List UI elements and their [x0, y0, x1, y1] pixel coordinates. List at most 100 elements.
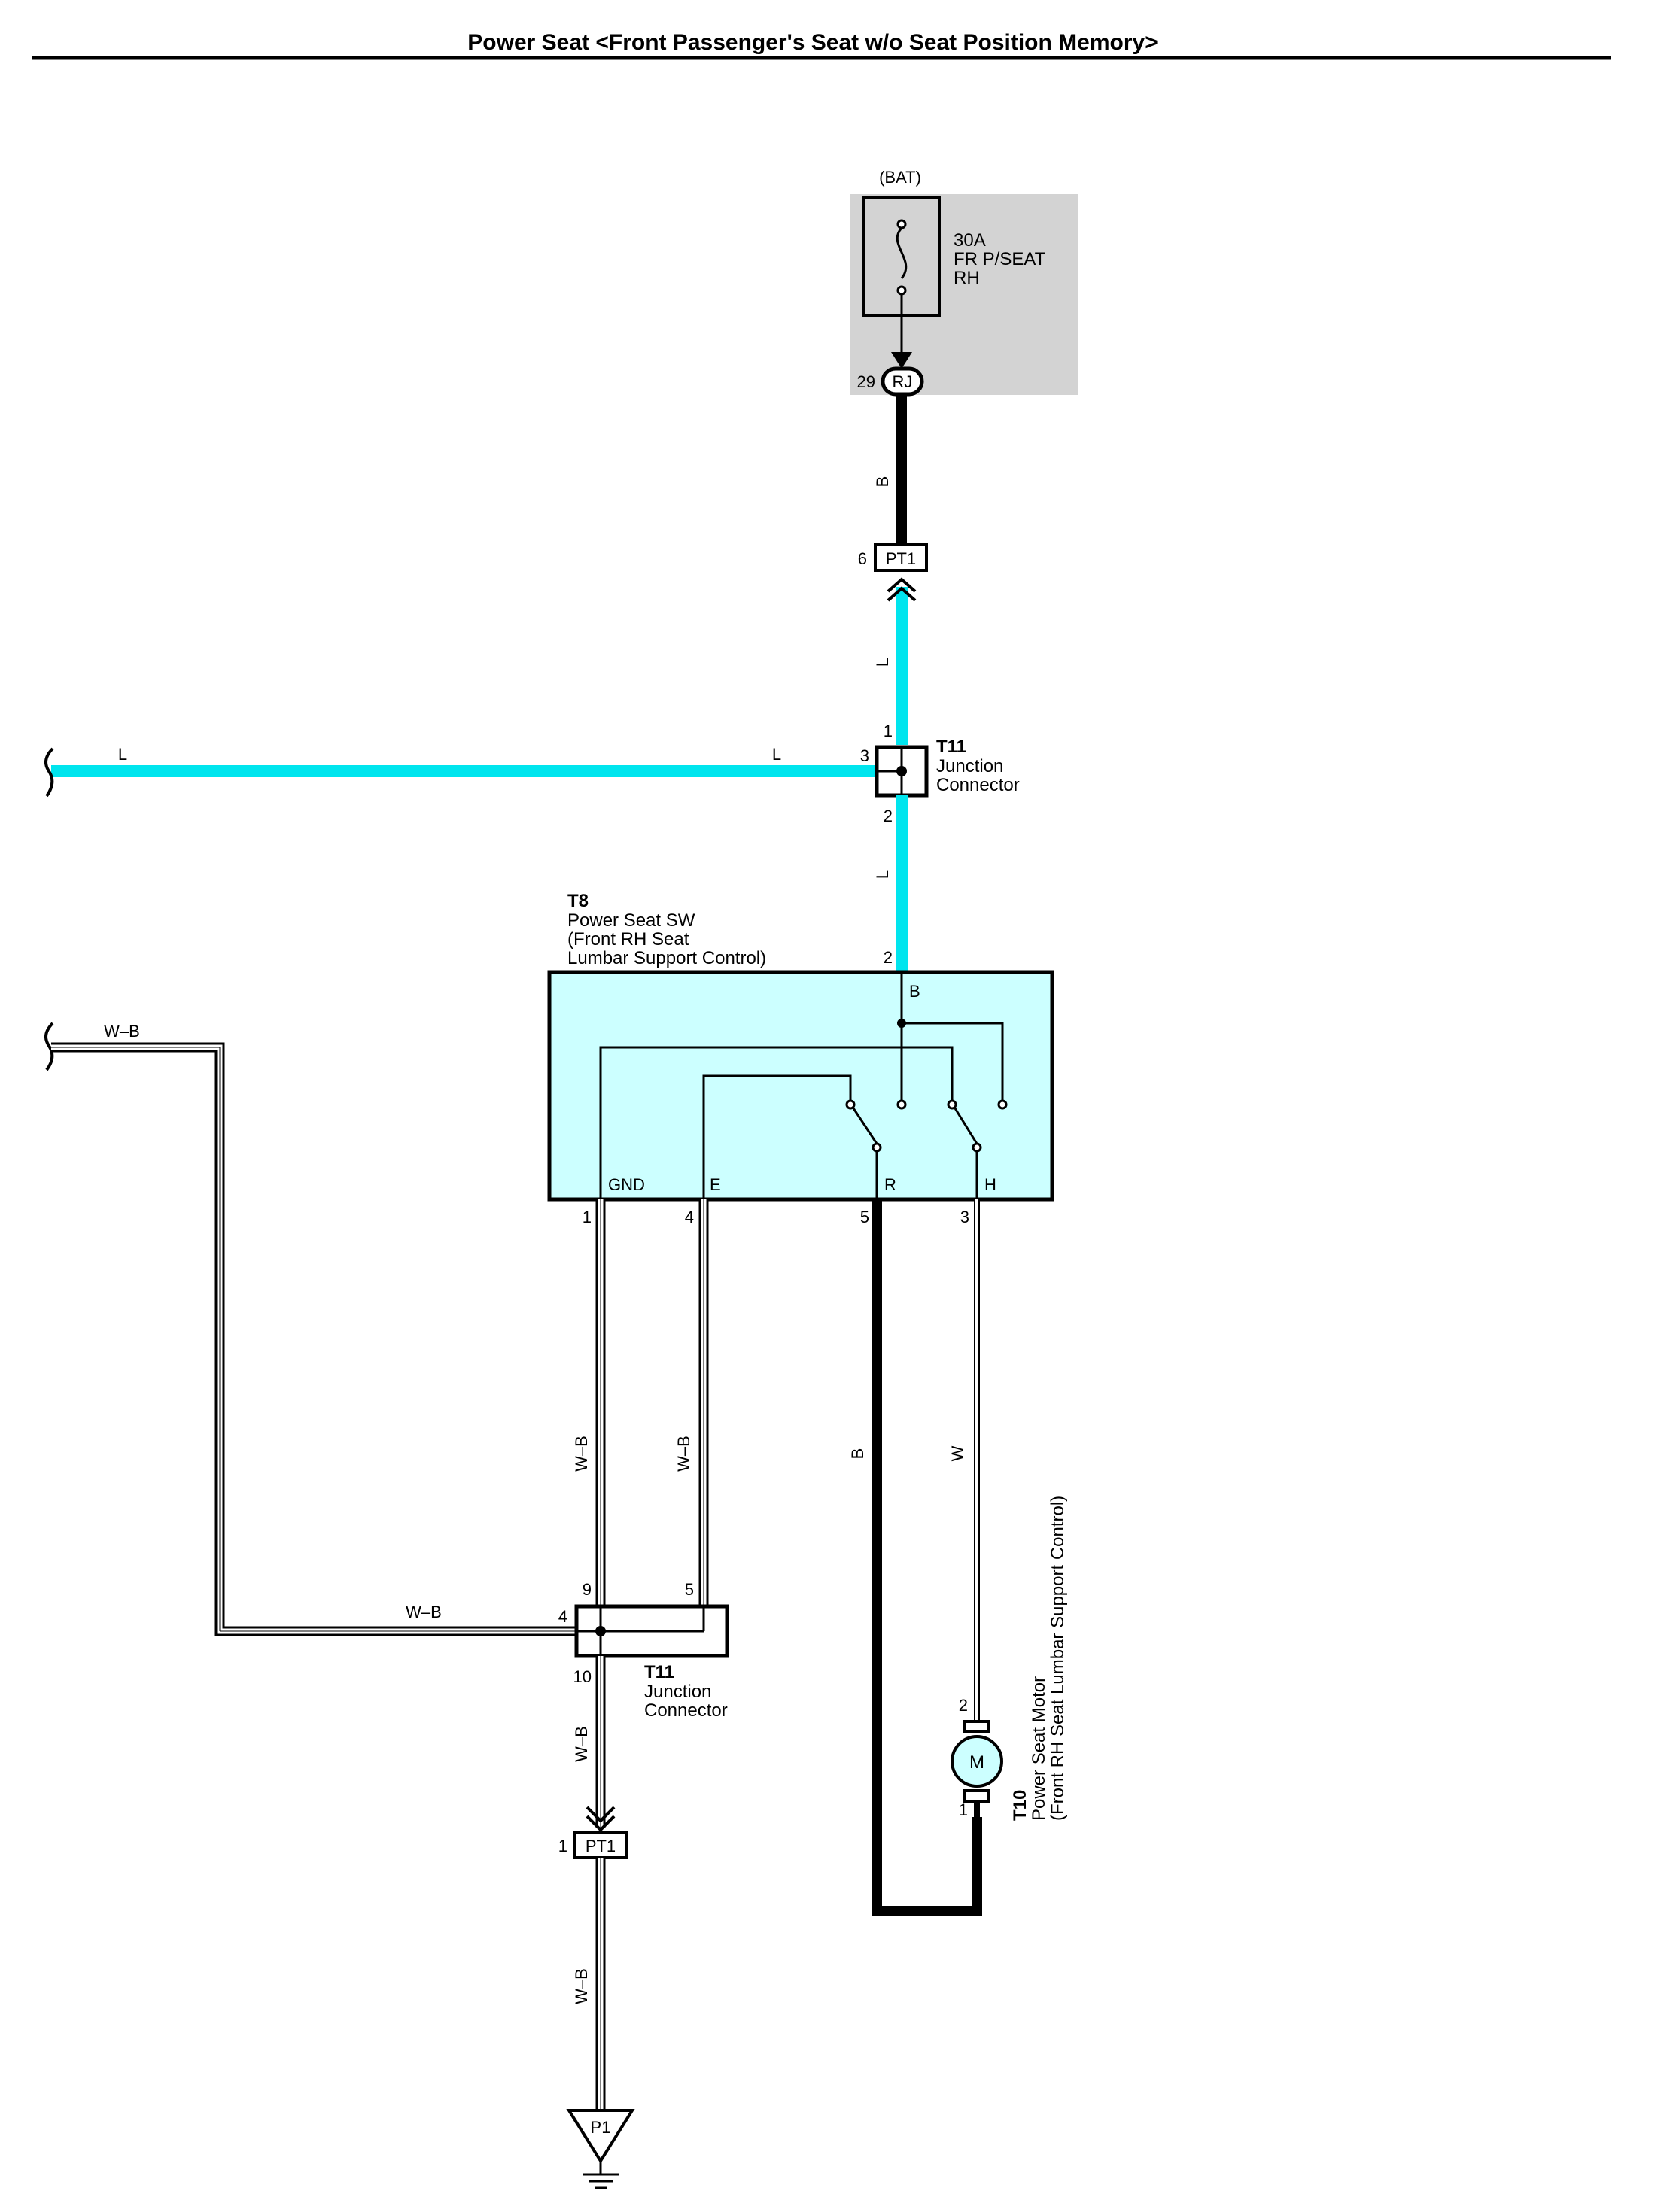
pt1-top-label: PT1 [886, 549, 916, 568]
wire-label-wb-e: W–B [674, 1436, 693, 1472]
t8-switch: B GND E R H 1 4 5 3 [547, 970, 1054, 1226]
wire-label-wb-lower: W–B [572, 1726, 591, 1762]
t10-motor-cap-bottom [963, 1789, 990, 1803]
wire-b-r [872, 1199, 982, 1916]
pt1-top-pin: 6 [858, 549, 867, 568]
t8-internal-gnd [599, 1046, 954, 1199]
fuse-rating: 30A [954, 230, 986, 251]
t11-top-line1: Junction [936, 756, 1003, 776]
wire-break-icon-top [44, 747, 54, 798]
ground-p1: P1 [566, 2109, 635, 2189]
t8-line3: Lumbar Support Control) [567, 948, 766, 968]
t8-terminal-b: B [909, 982, 920, 1001]
t11-bottom-pin-9: 9 [583, 1580, 592, 1599]
wire-label-l-left-far: L [118, 745, 127, 764]
wire-label-l-left-near: L [772, 745, 781, 764]
fuse-block: (BAT) 30A FR P/SEAT RH RJ 29 [850, 168, 1078, 397]
t8-switch-labels: T8 Power Seat SW (Front RH Seat Lumbar S… [567, 891, 893, 968]
t8-pin-r: 5 [860, 1208, 869, 1226]
t8-contact-r-down [896, 1099, 907, 1110]
t10-motor-cap-top [963, 1720, 990, 1733]
t8-pivot-r [872, 1142, 882, 1153]
ground-label: P1 [591, 2118, 611, 2137]
wire-wb-left [51, 1044, 576, 1634]
t11-bottom-pin-10: 10 [573, 1667, 592, 1686]
wire-wb-left-outline [51, 1042, 576, 1636]
fuse-source-label: (BAT) [879, 168, 921, 187]
wire-label-b-top: B [873, 476, 892, 488]
fuse-icon [896, 226, 908, 279]
fuse-arrow-icon [891, 352, 912, 369]
fuse-box-shading [850, 194, 1078, 395]
t8-switch-arm-h [954, 1108, 978, 1144]
t11-top-pin-3: 3 [860, 746, 869, 765]
fuse-terminal-top [896, 219, 907, 229]
t10-id: T10 [1010, 1790, 1030, 1821]
chevron-up-icon-2 [887, 586, 917, 602]
t8-id: T8 [567, 891, 589, 911]
pt1-bottom-connector: PT1 1 [558, 1831, 628, 1859]
t11-bottom-node [595, 1626, 606, 1636]
t11-bottom-junction: 9 5 4 10 T11 Junction Connector [558, 1580, 729, 1721]
t11-bottom-id: T11 [644, 1662, 674, 1682]
t8-terminal-h: H [984, 1175, 996, 1194]
t8-switch-arm-r [852, 1108, 878, 1144]
t10-motor-symbol: M [969, 1752, 984, 1773]
pt1-bottom-label: PT1 [586, 1837, 616, 1855]
wire-label-l-upper: L [873, 658, 892, 667]
t8-pin-h: 3 [960, 1208, 969, 1226]
t11-top-line2: Connector [936, 775, 1020, 795]
t8-terminal-e: E [710, 1175, 721, 1194]
chevron-up-icon [887, 577, 917, 593]
t8-pin-e: 4 [685, 1208, 694, 1226]
t8-internal-e [702, 1074, 852, 1199]
t8-contact-r-up [845, 1099, 856, 1110]
t8-line1: Power Seat SW [567, 910, 695, 931]
t8-line2: (Front RH Seat [567, 929, 689, 950]
t11-bottom-line1: Junction [644, 1682, 711, 1702]
t11-top-id: T11 [936, 737, 966, 757]
wire-label-w-h: W [948, 1445, 967, 1461]
ground-triangle-icon [566, 2109, 635, 2164]
wire-break-icon-bottom [44, 1022, 54, 1071]
fuse-name-line2: RH [954, 268, 980, 288]
wire-label-wb-ground: W–B [572, 1968, 591, 2004]
t11-top-pin-1: 1 [884, 722, 893, 740]
wire-label-l-lower: L [873, 870, 892, 879]
t10-motor: M 2 1 T10 Power Seat Motor (Front RH Sea… [951, 1496, 1068, 1821]
t10-pin-1: 1 [959, 1800, 968, 1819]
t11-bottom-line2: Connector [644, 1700, 728, 1721]
wire-label-b-r: B [848, 1448, 867, 1460]
pt1-top-box [874, 543, 928, 572]
wire-label-wb-left: W–B [104, 1022, 140, 1041]
fuse-name-line1: FR P/SEAT [954, 249, 1046, 269]
t10-line2: (Front RH Seat Lumbar Support Control) [1048, 1496, 1068, 1821]
t8-pin-in: 2 [884, 948, 893, 967]
t10-pin-2: 2 [959, 1696, 968, 1715]
t8-switch-box [547, 970, 1054, 1202]
wire-label-wb-gnd: W–B [572, 1436, 591, 1472]
rj-connector-label: RJ [893, 372, 913, 391]
t11-top-pin-2: 2 [884, 807, 893, 825]
t8-pivot-h [972, 1142, 982, 1153]
t8-contact-h-down [997, 1099, 1008, 1110]
wire-label-wb-horizontal: W–B [406, 1603, 442, 1621]
t11-bottom-pin-4: 4 [558, 1607, 567, 1626]
chevron-down-icon [586, 1806, 616, 1823]
page-title: Power Seat <Front Passenger's Seat w/o S… [467, 30, 1158, 55]
t8-terminal-r: R [884, 1175, 896, 1194]
t11-bottom-pin-5: 5 [685, 1580, 694, 1599]
rj-pin: 29 [857, 372, 875, 391]
pt1-top-connector: PT1 6 [858, 543, 928, 572]
pt1-bottom-pin: 1 [558, 1837, 567, 1855]
fuse-terminal-bottom [896, 285, 907, 296]
t8-terminal-gnd: GND [608, 1175, 645, 1194]
t8-pin-gnd: 1 [583, 1208, 592, 1226]
t10-line1: Power Seat Motor [1029, 1676, 1049, 1821]
t11-top-junction: 1 3 2 T11 Junction Connector [860, 722, 1020, 825]
chevron-down-icon-2 [586, 1815, 616, 1832]
t11-top-node [896, 766, 907, 776]
motor-icon [951, 1735, 1003, 1788]
t8-internal-h-feed [902, 1022, 1004, 1101]
